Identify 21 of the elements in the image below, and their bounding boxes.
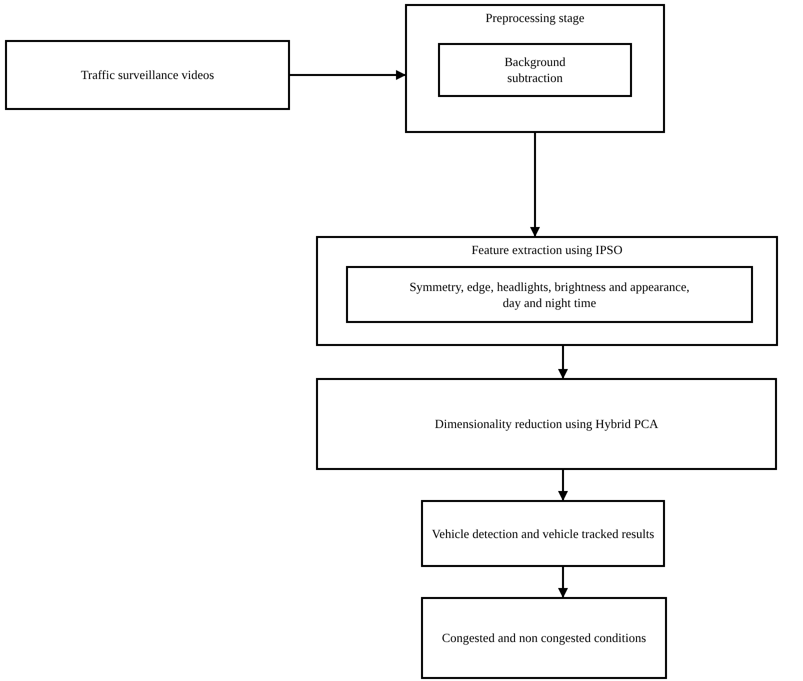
box-text: Traffic surveillance videos — [80, 66, 216, 84]
process-box — [316, 378, 777, 470]
arrow — [558, 567, 568, 598]
box-text: Symmetry, edge, headlights, brightness and appearance, day and night time — [408, 278, 690, 311]
process-box — [316, 236, 778, 346]
box-text: Vehicle detection and vehicle tracked results — [430, 525, 656, 542]
box-text: Background subtraction — [503, 54, 567, 86]
process-box — [421, 597, 667, 679]
inner-box — [346, 266, 753, 323]
process-box — [405, 4, 665, 133]
arrow — [558, 470, 568, 501]
arrow — [530, 133, 540, 237]
process-box — [421, 500, 665, 567]
box-text: Dimensionality reduction using Hybrid PCA — [434, 416, 660, 432]
box-text: Congested and non congested conditions — [440, 630, 648, 646]
box-heading: Preprocessing stage — [484, 10, 586, 26]
arrow — [558, 346, 568, 379]
inner-box — [438, 43, 632, 97]
arrow — [290, 70, 406, 80]
box-heading: Feature extraction using IPSO — [470, 242, 624, 258]
process-box — [5, 40, 290, 110]
